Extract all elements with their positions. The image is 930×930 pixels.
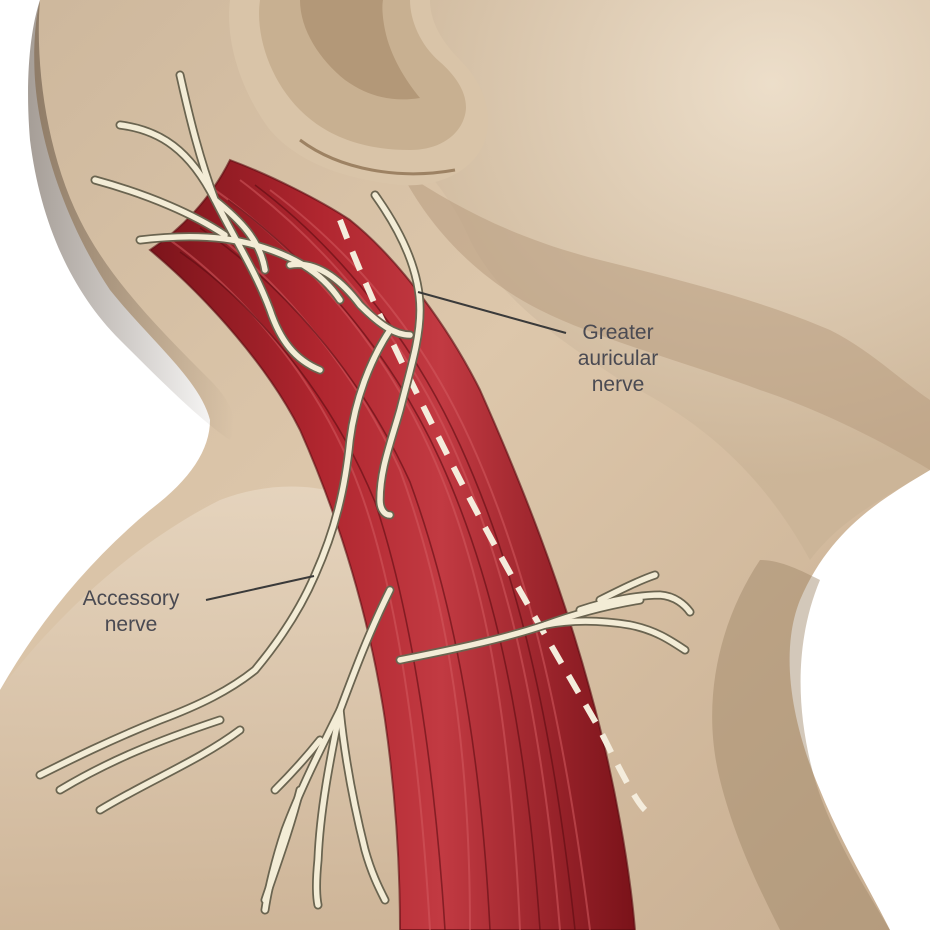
greater-auricular-label-line3: nerve <box>548 372 688 398</box>
greater-auricular-nerve-label: Greater auricular nerve <box>548 320 688 398</box>
accessory-label-line2: nerve <box>56 612 206 638</box>
greater-auricular-label-line1: Greater <box>548 320 688 346</box>
accessory-label-line1: Accessory <box>56 586 206 612</box>
greater-auricular-label-line2: auricular <box>548 346 688 372</box>
accessory-nerve-label: Accessory nerve <box>56 586 206 638</box>
